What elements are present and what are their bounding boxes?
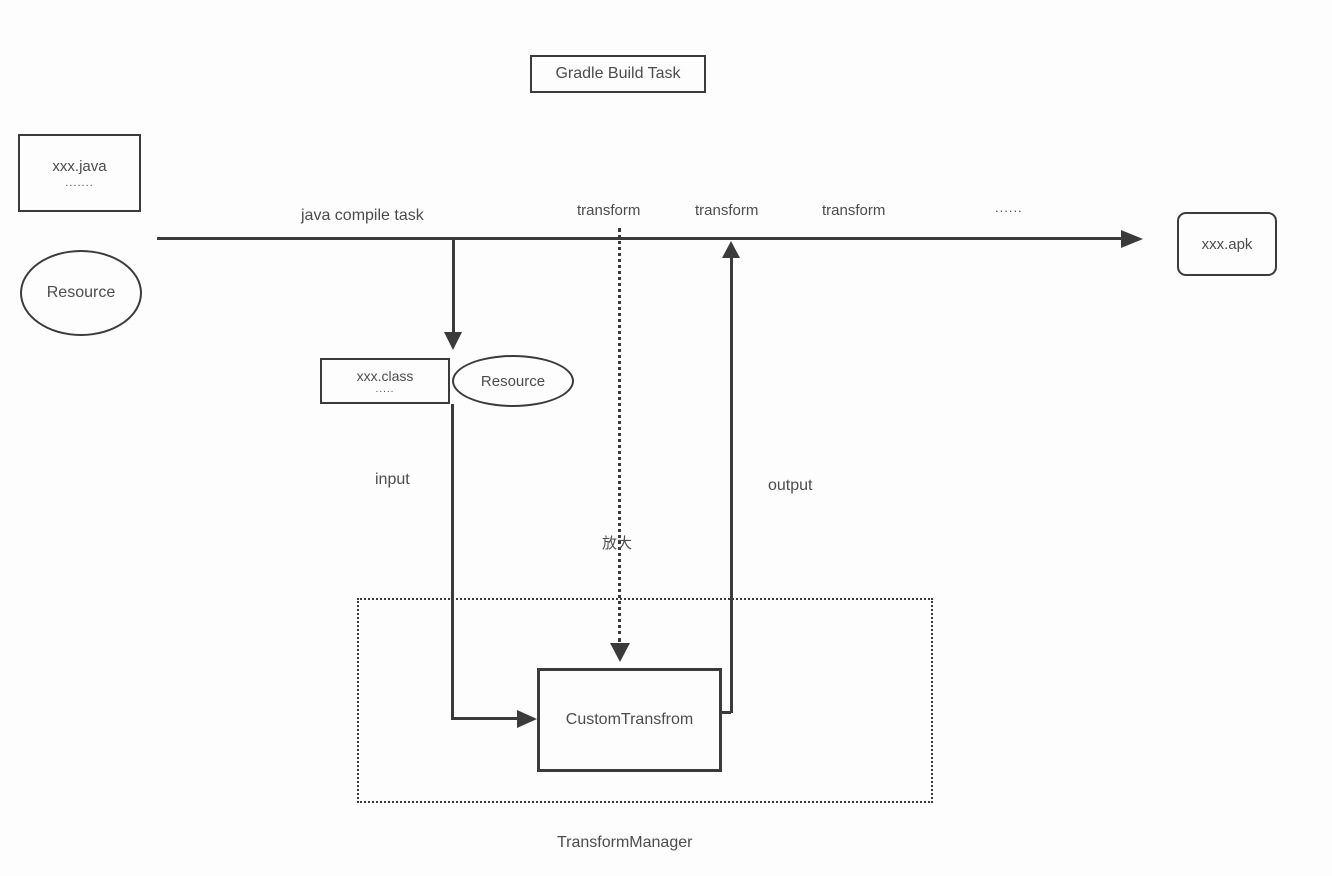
gradle-build-task-label: Gradle Build Task	[555, 65, 681, 82]
arrow-right-icon	[1121, 230, 1143, 248]
resource-source-label: Resource	[46, 284, 116, 301]
input-edge-label: input	[375, 471, 410, 488]
apk-output-node: xxx.apk	[1177, 212, 1277, 276]
transform-step-label: transform	[577, 202, 641, 219]
build-timeline-line	[157, 237, 1123, 240]
arrow-right-icon	[517, 710, 537, 728]
java-source-node: xxx.java .......	[18, 134, 141, 212]
arrow-up-icon	[722, 241, 740, 258]
gradle-build-task-node: Gradle Build Task	[530, 55, 706, 93]
compile-output-line	[452, 240, 455, 333]
custom-transform-label: CustomTransfrom	[565, 711, 694, 728]
java-compile-task-label: java compile task	[301, 207, 424, 224]
class-files-label: xxx.class	[356, 367, 414, 384]
transform-manager-container	[357, 598, 933, 803]
java-source-dots: .......	[65, 176, 94, 189]
apk-output-label: xxx.apk	[1201, 235, 1253, 253]
transform-step-label: transform	[695, 202, 759, 219]
output-edge-stub-line	[722, 711, 731, 714]
zoom-detail-label: 放大	[602, 535, 633, 552]
output-edge-vertical-line	[730, 256, 733, 713]
zoom-detail-dotted-line	[618, 228, 621, 642]
resource-compiled-node: Resource	[452, 355, 574, 407]
arrow-down-icon	[610, 643, 630, 662]
java-source-label: xxx.java	[52, 157, 107, 175]
transform-manager-label: TransformManager	[557, 834, 693, 851]
transform-step-label: transform	[822, 202, 886, 219]
arrow-down-icon	[444, 332, 462, 350]
input-edge-horizontal-line	[451, 717, 517, 720]
resource-source-node: Resource	[20, 250, 142, 336]
timeline-ellipsis-label: ......	[995, 200, 1023, 215]
input-edge-vertical-line	[451, 404, 454, 720]
class-files-dots: .....	[375, 383, 395, 395]
resource-compiled-label: Resource	[480, 372, 546, 390]
custom-transform-node: CustomTransfrom	[537, 668, 722, 772]
class-files-node: xxx.class .....	[320, 358, 450, 404]
output-edge-label: output	[768, 477, 813, 494]
